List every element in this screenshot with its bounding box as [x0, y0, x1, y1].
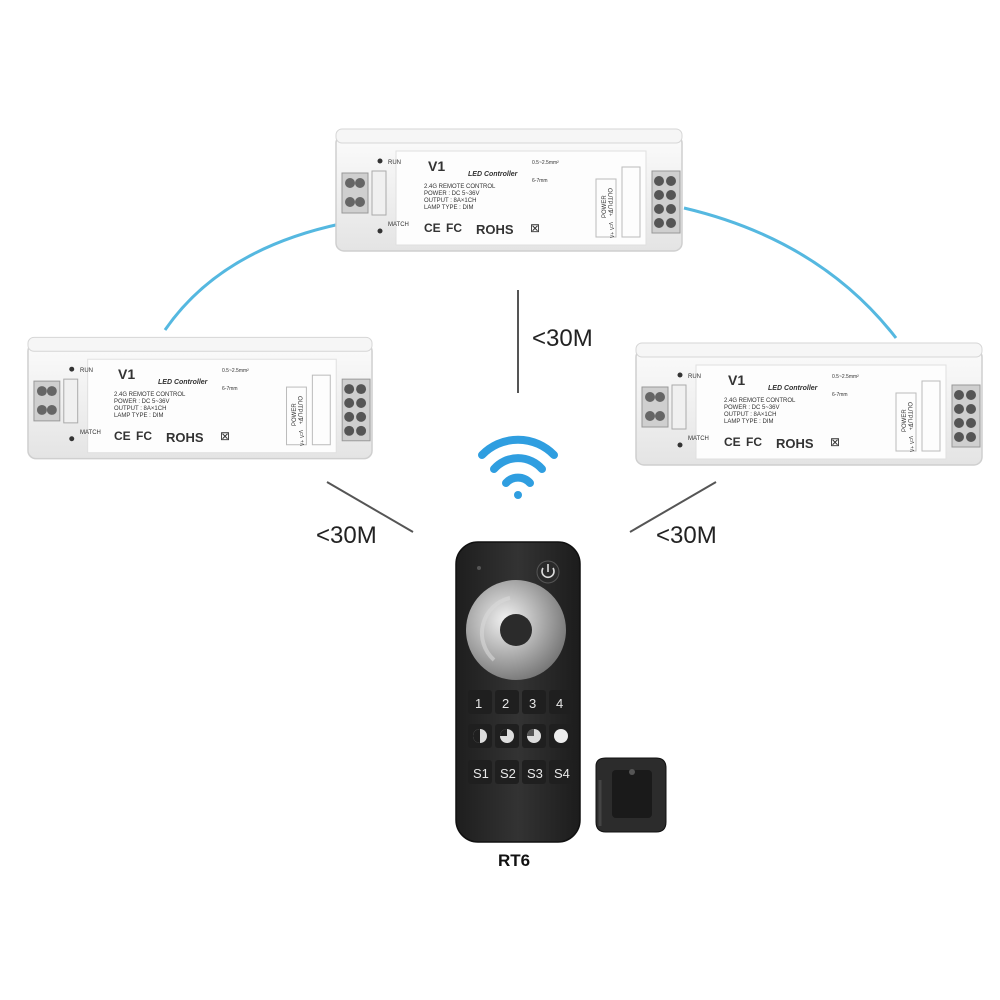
svg-text:S2: S2 — [500, 766, 516, 781]
power-button-icon — [536, 560, 560, 584]
match-label: MATCH — [80, 430, 101, 436]
wire-left — [163, 222, 341, 331]
cert-fc: FC — [136, 429, 152, 443]
controller-model: V1 — [118, 366, 135, 382]
output-pin-1: V+ — [297, 418, 303, 424]
number-button-2: 2 — [495, 690, 519, 714]
power-pin-2: V- — [610, 225, 616, 230]
output-label: OUTPUT — [906, 402, 912, 427]
run-label: RUN — [688, 374, 701, 380]
spec-line-1: 2.4G REMOTE CONTROL — [114, 392, 186, 398]
wifi-icon — [478, 435, 558, 499]
controller-model: V1 — [728, 372, 745, 388]
cert-ce: CE — [424, 221, 441, 235]
controller-left: V1 LED Controller RUN MATCH 2.4G REMOTE … — [27, 336, 373, 460]
cert-rohs: ROHS — [166, 430, 204, 445]
strip-length-label: 6-7mm — [832, 392, 848, 398]
cert-rohs: ROHS — [476, 222, 514, 237]
spec-line-2: POWER : DC 5~36V — [724, 405, 780, 411]
power-label: POWER — [902, 409, 908, 432]
run-label: RUN — [80, 368, 93, 374]
controller-title: LED Controller — [468, 171, 519, 178]
spec-line-3: OUTPUT : 8A×1CH — [424, 198, 476, 204]
wire-spec-label: 0.5~2.5mm² — [222, 368, 249, 374]
svg-text:2: 2 — [502, 696, 509, 711]
strip-length-label: 6-7mm — [532, 178, 548, 184]
distance-label-left: <30M — [316, 522, 377, 549]
power-pin-1: V+ — [610, 232, 616, 238]
number-button-3: 3 — [522, 690, 546, 714]
match-label: MATCH — [688, 436, 709, 442]
power-pin-1: V+ — [910, 446, 916, 452]
brightness-25-button — [468, 724, 492, 748]
brightness-100-button — [549, 724, 573, 748]
spec-line-2: POWER : DC 5~36V — [114, 399, 170, 405]
spec-line-1: 2.4G REMOTE CONTROL — [724, 398, 796, 404]
controller-top: V1 LED Controller RUN MATCH 2.4G REMOTE … — [335, 128, 683, 252]
svg-text:S4: S4 — [554, 766, 570, 781]
scene-button-1: S1 — [468, 760, 492, 784]
distance-label-right: <30M — [656, 522, 717, 549]
brightness-75-button — [522, 724, 546, 748]
output-label: OUTPUT — [296, 396, 302, 421]
controller-title: LED Controller — [158, 379, 209, 386]
run-label: RUN — [388, 160, 401, 166]
spec-line-2: POWER : DC 5~36V — [424, 191, 480, 197]
power-label: POWER — [602, 195, 608, 218]
cert-weee-icon: ⊠ — [530, 221, 540, 235]
svg-text:3: 3 — [529, 696, 536, 711]
cert-rohs: ROHS — [776, 436, 814, 451]
output-pin-2: V- — [297, 430, 303, 435]
cert-ce: CE — [724, 435, 741, 449]
cert-fc: FC — [446, 221, 462, 235]
scene-button-4: S4 — [549, 760, 573, 784]
spec-line-4: LAMP TYPE : DIM — [424, 205, 473, 211]
wall-holder — [595, 757, 667, 833]
remote-name: RT6 — [498, 851, 530, 870]
svg-text:S3: S3 — [527, 766, 543, 781]
svg-text:S1: S1 — [473, 766, 489, 781]
output-pin-2: V- — [607, 222, 613, 227]
wire-spec-label: 0.5~2.5mm² — [832, 374, 859, 380]
scene-button-3: S3 — [522, 760, 546, 784]
number-button-1: 1 — [468, 690, 492, 714]
power-pin-1: V+ — [300, 440, 306, 446]
svg-text:4: 4 — [556, 696, 563, 711]
cert-weee-icon: ⊠ — [220, 429, 230, 443]
wire-spec-label: 0.5~2.5mm² — [532, 160, 559, 166]
output-pin-1: V+ — [907, 424, 913, 430]
power-pin-2: V- — [300, 433, 306, 438]
spec-line-4: LAMP TYPE : DIM — [114, 413, 163, 419]
output-pin-1: V+ — [607, 210, 613, 216]
distance-label-top: <30M — [532, 325, 593, 352]
cert-fc: FC — [746, 435, 762, 449]
touch-wheel — [466, 580, 566, 680]
distance-line-left — [326, 481, 414, 533]
wire-right — [683, 206, 898, 339]
strip-length-label: 6-7mm — [222, 386, 238, 392]
number-button-4: 4 — [549, 690, 573, 714]
scene-button-2: S2 — [495, 760, 519, 784]
spec-line-1: 2.4G REMOTE CONTROL — [424, 184, 496, 190]
controller-model: V1 — [428, 158, 445, 174]
spec-line-3: OUTPUT : 8A×1CH — [724, 412, 776, 418]
distance-line-right — [629, 481, 717, 533]
output-label: OUTPUT — [606, 188, 612, 213]
power-pin-2: V- — [910, 439, 916, 444]
cert-ce: CE — [114, 429, 131, 443]
controller-right: V1 LED Controller RUN MATCH 2.4G REMOTE … — [635, 342, 983, 466]
cert-weee-icon: ⊠ — [830, 435, 840, 449]
output-pin-2: V- — [907, 436, 913, 441]
power-label: POWER — [292, 403, 298, 426]
brightness-50-button — [495, 724, 519, 748]
spec-line-4: LAMP TYPE : DIM — [724, 419, 773, 425]
svg-text:1: 1 — [475, 696, 482, 711]
spec-line-3: OUTPUT : 8A×1CH — [114, 406, 166, 412]
remote-rt6: 1 2 3 4 S1 S2 S3 S4 — [455, 541, 581, 843]
controller-title: LED Controller — [768, 385, 819, 392]
match-label: MATCH — [388, 222, 409, 228]
